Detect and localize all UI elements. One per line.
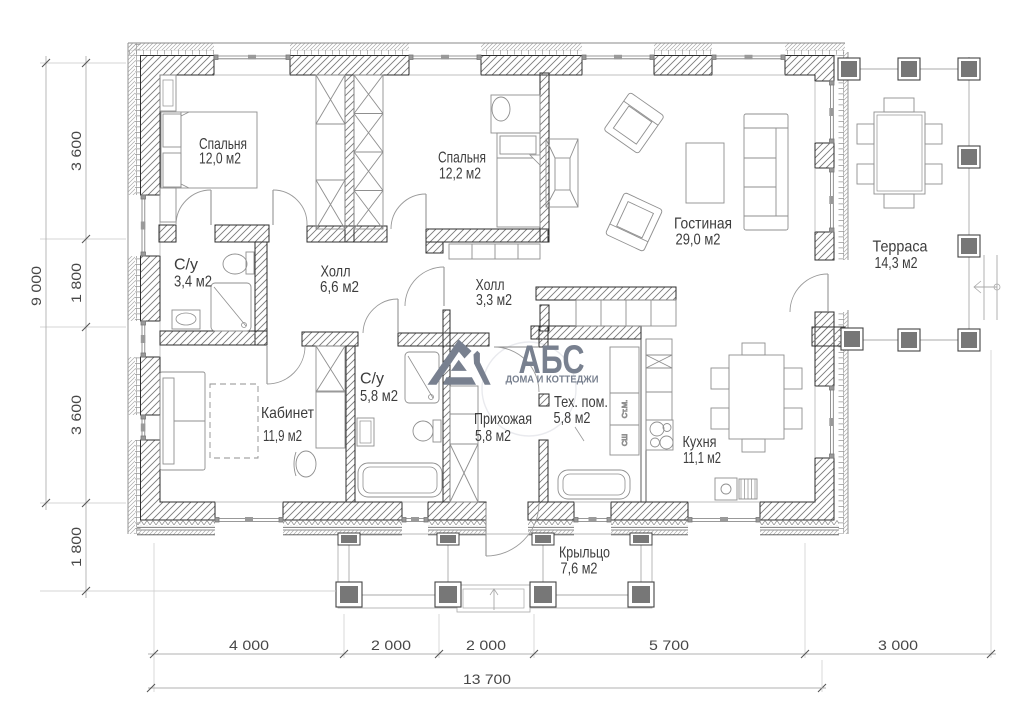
svg-text:7,6 м2: 7,6 м2 <box>561 561 598 578</box>
svg-text:Кухня: Кухня <box>683 434 717 451</box>
svg-text:6,6 м2: 6,6 м2 <box>320 279 359 296</box>
svg-text:ДОМА И КОТТЕДЖИ: ДОМА И КОТТЕДЖИ <box>506 375 599 386</box>
svg-text:СШ: СШ <box>620 434 629 446</box>
svg-text:Холл: Холл <box>476 277 505 294</box>
svg-text:Крыльцо: Крыльцо <box>559 545 610 562</box>
svg-text:Спальня: Спальня <box>199 136 247 153</box>
svg-text:1 800: 1 800 <box>69 527 84 567</box>
svg-text:29,0 м2: 29,0 м2 <box>676 232 721 249</box>
svg-text:Тех. пом.: Тех. пом. <box>554 394 608 411</box>
svg-text:13 700: 13 700 <box>463 672 511 687</box>
svg-text:11,9 м2: 11,9 м2 <box>263 428 302 445</box>
svg-text:Кабинет: Кабинет <box>261 405 315 422</box>
svg-text:5,8 м2: 5,8 м2 <box>475 428 511 445</box>
svg-text:14,3 м2: 14,3 м2 <box>875 255 918 272</box>
svg-text:9 000: 9 000 <box>29 266 44 306</box>
svg-text:11,1 м2: 11,1 м2 <box>683 450 721 467</box>
svg-text:Прихожая: Прихожая <box>474 411 532 428</box>
svg-text:3 600: 3 600 <box>69 395 84 435</box>
svg-text:2 000: 2 000 <box>466 638 506 653</box>
svg-text:2 000: 2 000 <box>371 638 411 653</box>
svg-text:3,3 м2: 3,3 м2 <box>476 292 512 309</box>
svg-text:3,4 м2: 3,4 м2 <box>174 274 212 291</box>
svg-text:5,8 м2: 5,8 м2 <box>360 388 398 405</box>
svg-text:Гостиная: Гостиная <box>674 216 732 233</box>
svg-text:С/у: С/у <box>174 257 198 274</box>
svg-text:АБС: АБС <box>519 338 585 382</box>
svg-text:С/у: С/у <box>360 371 384 388</box>
svg-text:5 700: 5 700 <box>649 638 689 653</box>
svg-text:Холл: Холл <box>321 264 351 281</box>
svg-text:12,2 м2: 12,2 м2 <box>439 166 481 183</box>
svg-text:Ст.М.: Ст.М. <box>620 400 629 418</box>
svg-text:Спальня: Спальня <box>438 150 486 167</box>
svg-text:3 000: 3 000 <box>878 638 918 653</box>
svg-text:12,0 м2: 12,0 м2 <box>199 151 241 168</box>
svg-text:4 000: 4 000 <box>229 638 269 653</box>
svg-text:5,8 м2: 5,8 м2 <box>554 410 591 427</box>
svg-text:3 600: 3 600 <box>69 131 84 171</box>
svg-text:1 800: 1 800 <box>69 263 84 303</box>
svg-text:Терраса: Терраса <box>873 239 928 256</box>
